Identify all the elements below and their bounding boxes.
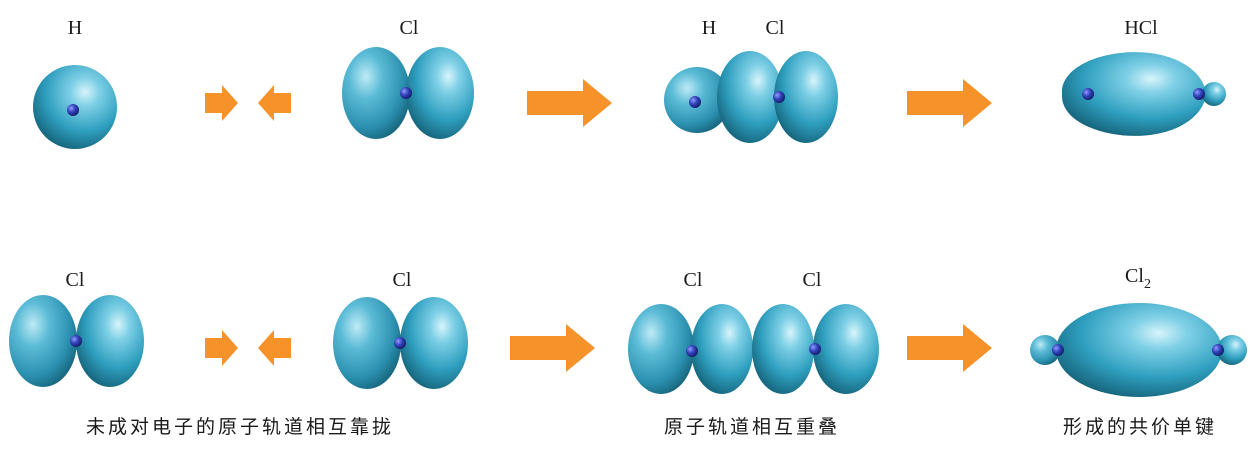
cl-nucleus [70,335,82,347]
pair-cl1-label: Cl [684,269,703,291]
h-nucleus [689,96,701,108]
cl-nucleus [400,87,412,99]
approach-arrow-right [205,85,238,121]
caption-approach: 未成对电子的原子轨道相互靠拢 [85,416,395,438]
h-atom-label: H [68,17,82,39]
bond-arrow [907,79,992,127]
h-cl-overlapping-orbitals [664,51,838,143]
pair-h-label: H [702,17,716,39]
cl-nucleus [1193,88,1205,100]
cl-right-p-orbital [333,297,468,389]
pair-cl-label: Cl [766,17,785,39]
cl-nucleus [1052,344,1064,356]
cl-atom-label: Cl [400,17,419,39]
cl-nucleus [773,91,785,103]
cl-cl-overlapping-orbitals [628,304,879,394]
cl2-molecule-label: Cl2 [1125,265,1151,292]
bond-arrow [907,324,992,372]
overlap-arrow [510,324,595,372]
approach-arrow-left [258,85,291,121]
caption-bond: 形成的共价单键 [1062,416,1218,438]
h-nucleus [1082,88,1094,100]
cl-nucleus [686,345,698,357]
approach-arrow-right [205,330,238,366]
cl-left-atom-label: Cl [66,269,85,291]
hcl-molecule-label: HCl [1124,17,1158,39]
cl-p-orbital [342,47,474,139]
approach-arrow-left [258,330,291,366]
cl-nucleus [1212,344,1224,356]
caption-overlap: 原子轨道相互重叠 [663,416,841,438]
h-s-orbital [33,65,117,149]
pair-cl2-label: Cl [803,269,822,291]
cl-nucleus [809,343,821,355]
cl-left-p-orbital [9,295,144,387]
cl-nucleus [394,337,406,349]
hcl-sigma-bond [1061,52,1226,136]
h-nucleus [67,104,79,116]
cl2-sigma-bond [1030,303,1247,397]
overlap-arrow [527,79,612,127]
cl-right-atom-label: Cl [393,269,412,291]
